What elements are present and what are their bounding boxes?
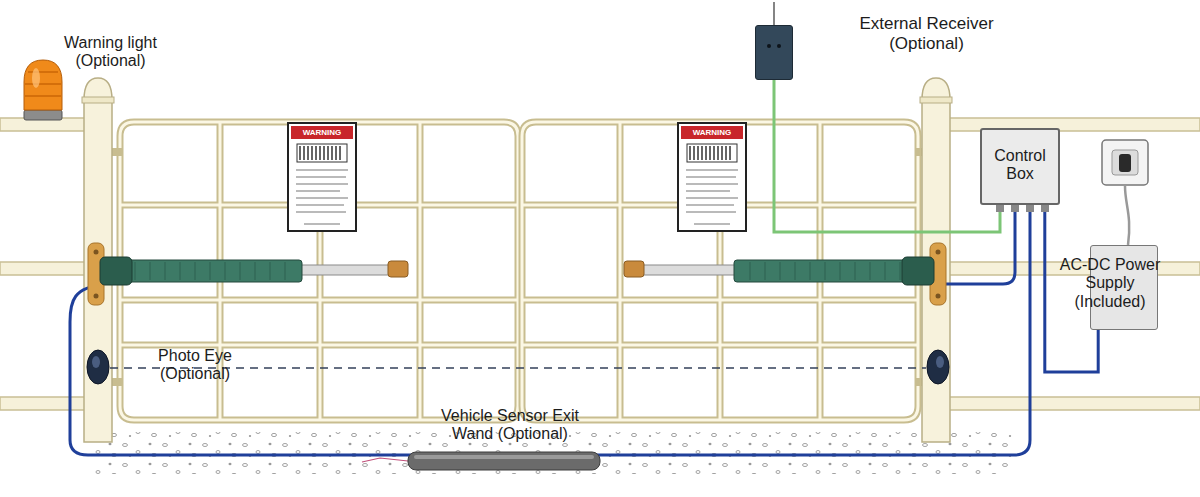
gate-bracket [388, 261, 408, 277]
cable-gland [1041, 204, 1049, 212]
plug [1119, 154, 1131, 172]
gate-bracket [624, 261, 644, 277]
blue-wire [70, 212, 1030, 455]
gate-frame [522, 122, 918, 420]
component-label: Photo Eye (Optional) [140, 347, 250, 384]
fence-rail [948, 397, 1200, 410]
outlet-socket [1112, 150, 1138, 175]
actuator-rod [640, 265, 736, 275]
gate-frame [120, 122, 518, 420]
actuator-motor [902, 257, 934, 285]
power-supply-box: AC-DC Power Supply (Included) [1090, 245, 1158, 330]
photo-eye-lens [92, 356, 100, 368]
beacon-ridge [25, 72, 61, 96]
warning-sign: WARNING [677, 122, 747, 232]
post-band [920, 97, 952, 103]
beacon-shine [32, 68, 40, 88]
photo-eye-beam [110, 367, 926, 369]
antenna [773, 2, 774, 25]
wand-highlight [414, 455, 594, 459]
blue-wire [935, 212, 1015, 284]
actuator-body [734, 260, 918, 282]
sign-heading: WARNING [681, 126, 743, 139]
post-band [82, 97, 114, 103]
component-label: Vehicle Sensor Exit Wand (Optional) [430, 407, 590, 444]
bracket-bolt [94, 294, 99, 299]
control-box: Control Box [980, 128, 1060, 205]
sign-board [677, 122, 747, 232]
gate-frame [120, 122, 518, 420]
actuator-motor [100, 257, 132, 285]
receiver-box: External Receiver (Optional) [755, 25, 793, 80]
bracket-bolt [936, 294, 941, 299]
box-label: Control Box [982, 147, 1058, 184]
sign-board [287, 122, 357, 232]
exit-wand [408, 452, 600, 470]
fence-rail [0, 397, 86, 410]
box-label: AC-DC Power Supply (Included) [1051, 256, 1169, 311]
actuator-rib [750, 262, 900, 280]
photo-eye-lens [936, 356, 944, 368]
sensor-lead [362, 458, 408, 462]
cable-gland [996, 204, 1004, 212]
receiver-label: External Receiver (Optional) [844, 14, 1009, 53]
photo-eye [87, 350, 109, 384]
cable-gland [1026, 204, 1034, 212]
cable-gland [1011, 204, 1019, 212]
sign-icon [300, 146, 340, 160]
sign-icon [297, 144, 347, 162]
gate-frame [522, 122, 918, 420]
bracket-bolt [936, 250, 941, 255]
actuator-rib [135, 262, 285, 280]
actuator-rod [300, 265, 390, 275]
sign-icon [690, 146, 730, 160]
component-label: Warning light (Optional) [48, 34, 173, 71]
warning-sign: WARNING [287, 122, 357, 232]
photo-eye [927, 350, 949, 384]
beacon-dome [24, 60, 62, 110]
fence-rail [0, 262, 86, 275]
sign-icon [687, 144, 737, 162]
bracket-bolt [94, 250, 99, 255]
sign-fine-print [296, 170, 348, 224]
power-cord [1125, 186, 1129, 245]
sign-fine-print [686, 170, 738, 224]
sign-heading: WARNING [291, 126, 353, 139]
beacon-base [24, 110, 62, 120]
actuator-body [118, 260, 302, 282]
wall-outlet [1102, 140, 1148, 185]
wire-connector [774, 80, 1000, 232]
